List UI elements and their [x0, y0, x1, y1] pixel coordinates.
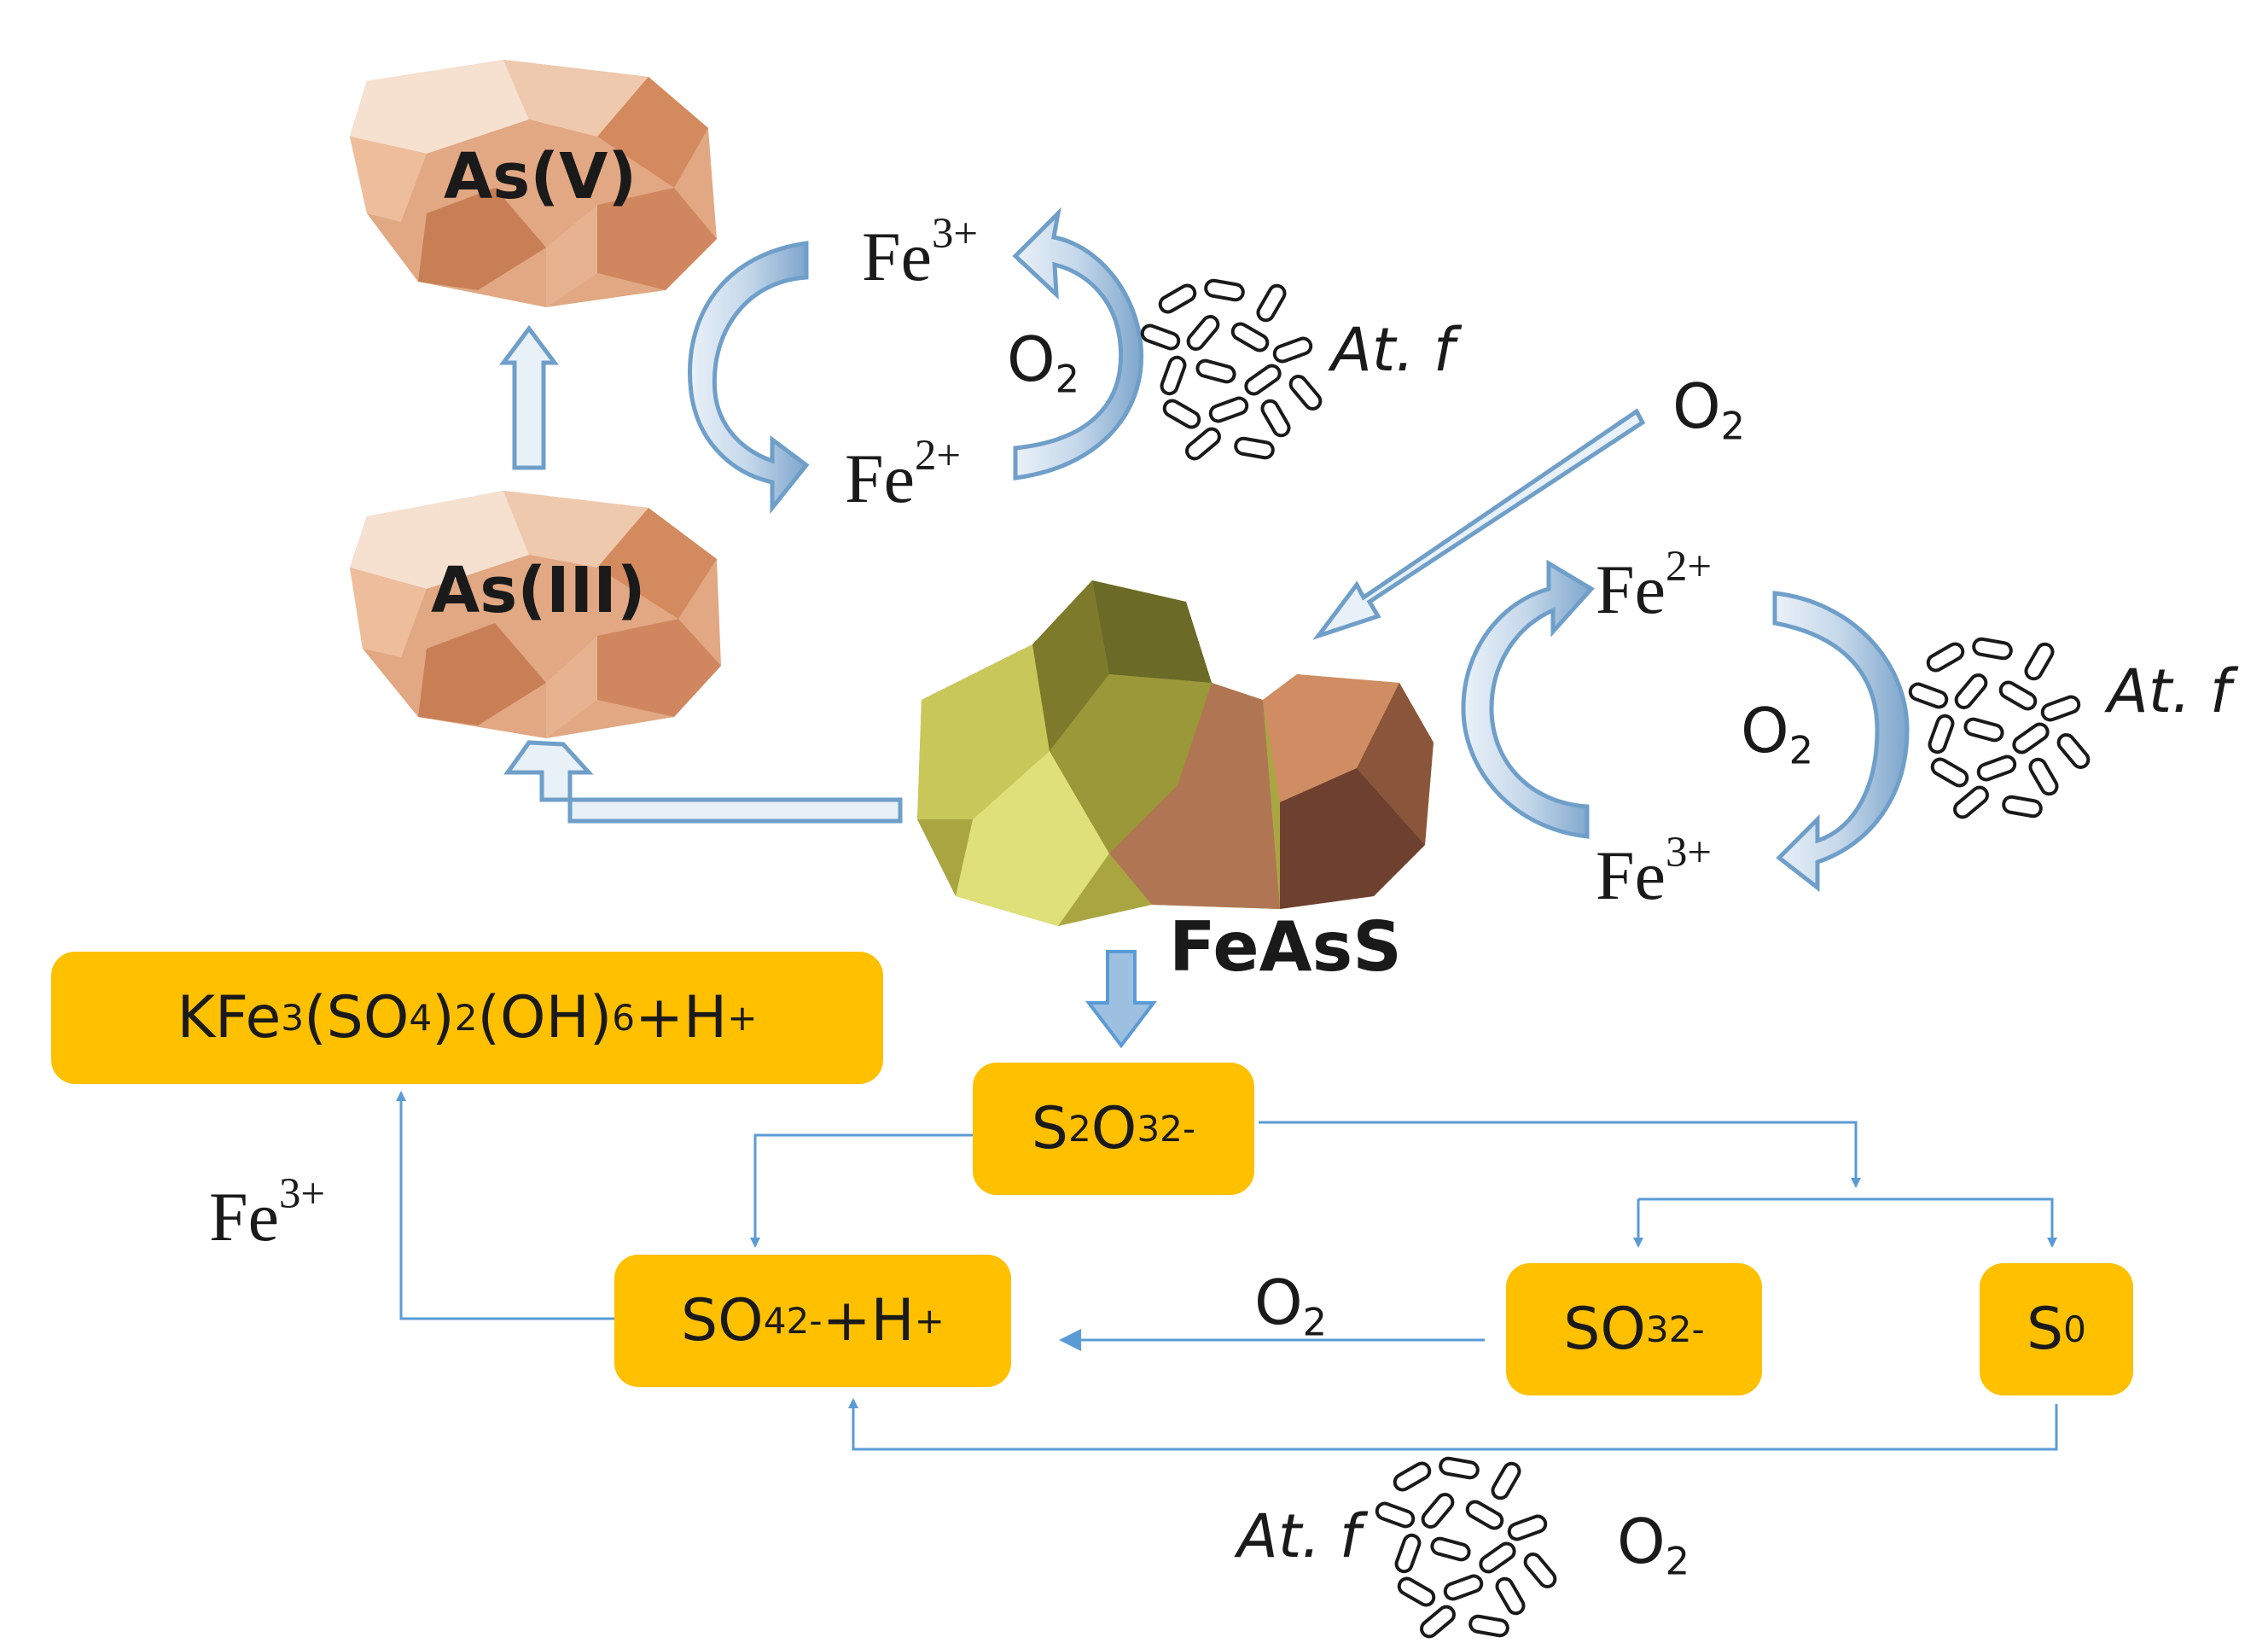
bacterium-cell [2056, 733, 2091, 769]
bacterium-cell [2012, 722, 2050, 754]
bacterium-cell [1468, 1614, 1509, 1638]
bacterium-cell [1185, 427, 1221, 461]
o2-right-cycle-label: O2 [1741, 695, 1814, 773]
o2-bottom-label: O2 [1617, 1506, 1690, 1584]
bacterium-cell [1230, 322, 1270, 352]
bacterium-cell [1186, 315, 1220, 351]
bacterium-cell [1234, 436, 1275, 460]
bacterium-cell [1397, 1576, 1436, 1607]
bacterium-cell [1930, 757, 1969, 788]
as3-label: As(III) [431, 554, 646, 627]
bacterium-cell [1394, 1533, 1422, 1574]
bacterium-cell [1495, 1576, 1526, 1616]
as3-rock-icon [350, 491, 721, 738]
bacterium-cell [1393, 1461, 1432, 1492]
bacterium-cell [1491, 1461, 1521, 1500]
bacterium-cell [2040, 695, 2081, 722]
atf-bottom-label: At. f [1237, 1501, 1361, 1571]
as5-label: As(V) [444, 140, 637, 213]
bacterium-cell [2028, 757, 2059, 796]
bacterium-cell [2002, 795, 2043, 819]
feass-label: FeAsS [1169, 907, 1402, 987]
bacterium-cell [1420, 1605, 1456, 1639]
fe2-top-label: Fe2+ [845, 430, 962, 517]
atf-right-label: At. f [2108, 656, 2231, 726]
bacterium-cell [1208, 396, 1249, 423]
fe3-top-label: Fe3+ [862, 208, 979, 295]
bacterium-cell [1256, 283, 1287, 323]
bacterium-cell [1953, 785, 1989, 819]
bacterium-cell [1963, 717, 2004, 743]
fe3-left-label: Fe3+ [209, 1168, 326, 1256]
bacterium-cell [1954, 673, 1988, 709]
release-arrow [503, 740, 903, 824]
bacterium-cell [1507, 1514, 1548, 1541]
bacteria-cluster-icon [1140, 278, 1323, 461]
bacterium-cell [1260, 399, 1291, 438]
bacterium-cell [1908, 682, 1949, 709]
bacterium-cell [1162, 399, 1201, 429]
feass-down-arrow [1085, 950, 1158, 1049]
bacteria-cluster-icon [1908, 637, 2091, 819]
bacterium-cell [1375, 1501, 1416, 1529]
as5-rock-icon [350, 60, 717, 307]
bacterium-cell [1443, 1574, 1484, 1601]
bacterium-cell [1465, 1500, 1504, 1530]
bacterium-cell [1195, 358, 1236, 384]
feass-mineral-icon [917, 580, 1433, 926]
bacterium-cell [1204, 278, 1245, 302]
fe2-right-label: Fe2+ [1596, 541, 1713, 628]
atf-top-label: At. f [1331, 315, 1455, 385]
bacterium-cell [1160, 355, 1187, 396]
oxidation-up-arrow [499, 324, 559, 470]
bacterium-cell [1479, 1541, 1516, 1574]
bacteria-cluster-icon [1375, 1456, 1557, 1639]
bacterium-cell [1998, 680, 2038, 711]
fe3-right-label: Fe3+ [1596, 827, 1713, 914]
bacterium-cell [1928, 714, 1955, 754]
bacterium-cell [1140, 323, 1181, 351]
bacterium-cell [1972, 637, 2013, 661]
bacterium-cell [1430, 1536, 1471, 1562]
bacterium-cell [2024, 642, 2055, 681]
sulfur-pathway-lines [396, 1091, 2058, 1451]
bacterium-cell [1439, 1456, 1480, 1480]
bacterium-cell [1288, 375, 1323, 411]
bacterium-cell [1976, 754, 2017, 782]
oxygen-diagonal-arrow [1312, 408, 1646, 640]
o2-middle-label: O2 [1254, 1267, 1328, 1345]
top-iron-cycle [688, 207, 1144, 515]
o2-right-label: O2 [1672, 370, 1746, 449]
bacterium-cell [1272, 336, 1313, 364]
bacterium-cell [1158, 283, 1197, 314]
bacterium-cell [1926, 642, 1965, 673]
bacterium-cell [1244, 364, 1282, 396]
bacterium-cell [1523, 1553, 1557, 1588]
right-iron-cycle [1461, 559, 1910, 893]
o2-top-cycle-label: O2 [1007, 323, 1080, 402]
bacterium-cell [1421, 1493, 1455, 1529]
